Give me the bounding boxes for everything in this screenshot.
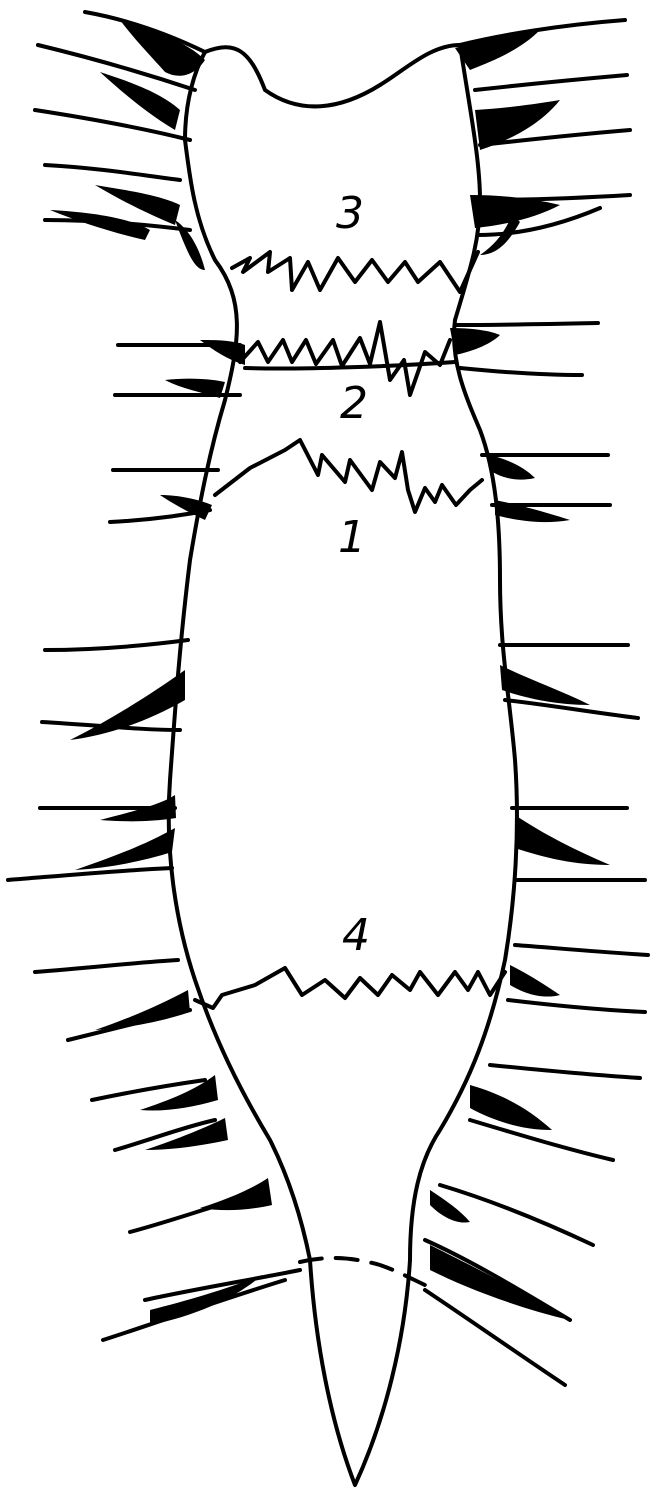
xiphoid-boundary <box>300 1258 425 1285</box>
right-ribs <box>425 20 648 1385</box>
suture-4 <box>195 968 505 1008</box>
label-2: 2 <box>340 378 368 429</box>
cartilage-shading <box>50 20 610 1325</box>
suture-1 <box>215 440 482 512</box>
label-4: 4 <box>342 910 370 961</box>
label-1: 1 <box>338 512 366 563</box>
suture-2-baseline <box>245 362 455 369</box>
suture-3 <box>232 252 478 292</box>
label-3: 3 <box>336 188 364 239</box>
